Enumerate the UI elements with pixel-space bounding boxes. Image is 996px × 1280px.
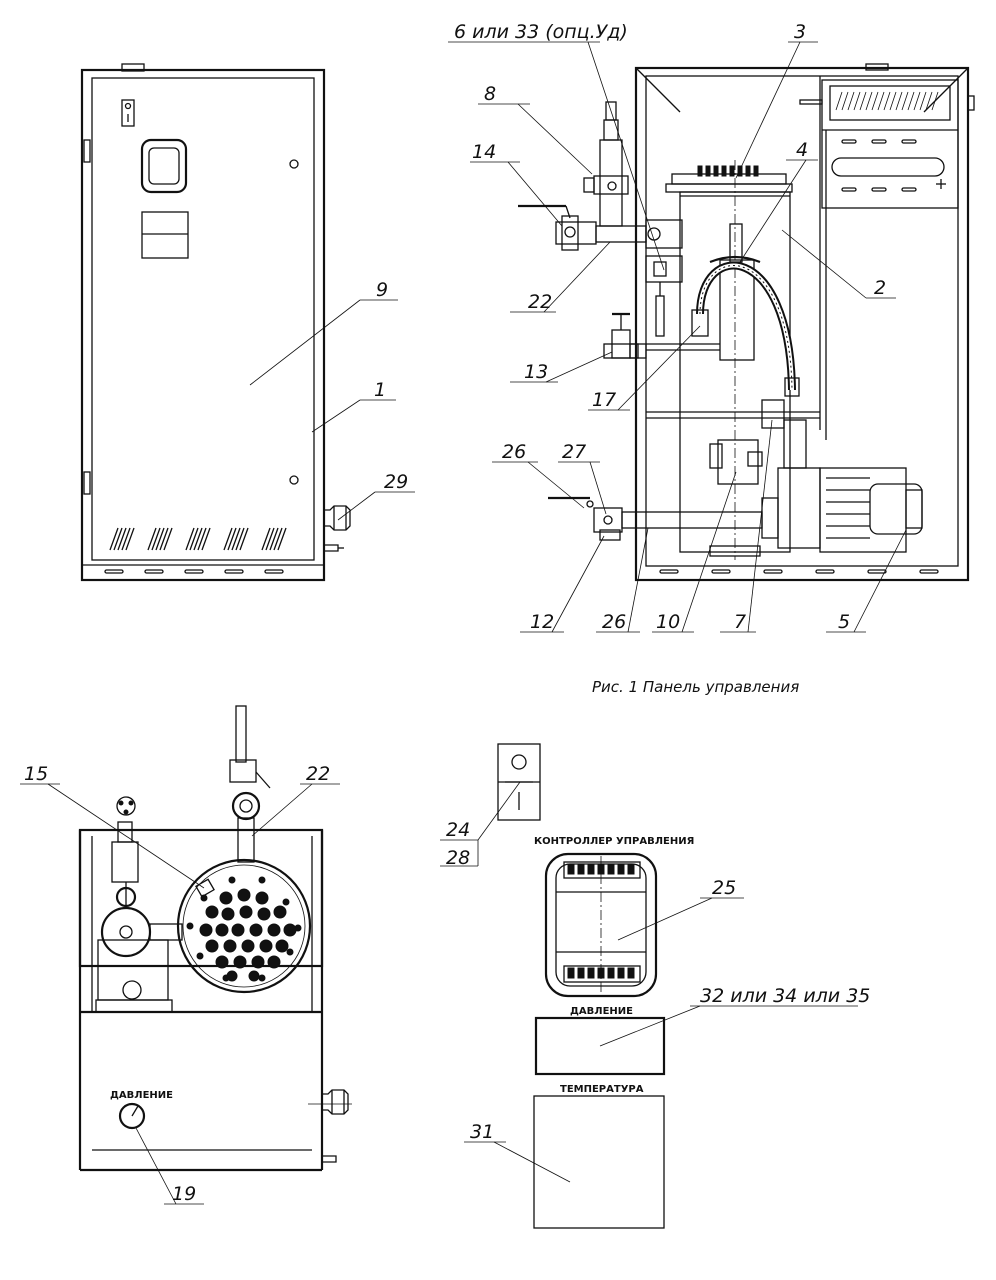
texts: 9 1 29 6 или 33 (опц.Уд) 3 4 2 8 14 22 1… [24,21,886,1205]
callout-15: 15 [24,763,48,785]
callout-14: 14 [472,141,496,163]
callout-2: 2 [874,277,886,299]
callout-26-bottom: 26 [602,611,626,633]
callout-6-33: 6 или 33 (опц.Уд) [454,21,628,43]
callout-22-side: 22 [528,291,552,313]
callout-13: 13 [524,361,548,383]
callout-3: 3 [794,21,806,43]
callout-26-top: 26 [502,441,526,463]
callout-29: 29 [384,471,408,493]
leaders-view4 [440,781,858,1183]
gauge-label: ДАВЛЕНИЕ [110,1090,173,1101]
callout-32-34-35: 32 или 34 или 35 [700,985,870,1007]
leaders-view2 [448,41,907,633]
controller-label: КОНТРОЛЛЕР УПРАВЛЕНИЯ [534,836,694,847]
callout-19: 19 [172,1183,196,1205]
leaders-view3 [20,783,352,1205]
callout-5: 5 [838,611,850,633]
leaders-view1 [249,299,415,521]
callout-25: 25 [712,877,736,899]
callout-31: 31 [470,1121,494,1143]
callout-9: 9 [376,279,388,301]
callout-22-top: 22 [306,763,330,785]
front-view-cabinet [80,63,351,582]
callout-10: 10 [656,611,680,633]
control-panel-view [497,743,666,1229]
callout-27: 27 [562,441,586,463]
callout-4: 4 [796,139,808,161]
pressure-panel-label: ДАВЛЕНИЕ [570,1006,633,1017]
figure-caption: Рис. 1 Панель управления [592,678,799,696]
callout-12: 12 [530,611,554,633]
top-view [78,705,349,1172]
callout-28: 28 [446,847,470,869]
callout-1: 1 [374,379,386,401]
callout-24: 24 [446,819,470,841]
temperature-panel-label: ТЕМПЕРАТУРА [560,1084,644,1095]
side-view-internal [518,63,975,582]
callout-7: 7 [734,611,746,633]
callout-8: 8 [484,83,496,105]
callout-17: 17 [592,389,616,411]
